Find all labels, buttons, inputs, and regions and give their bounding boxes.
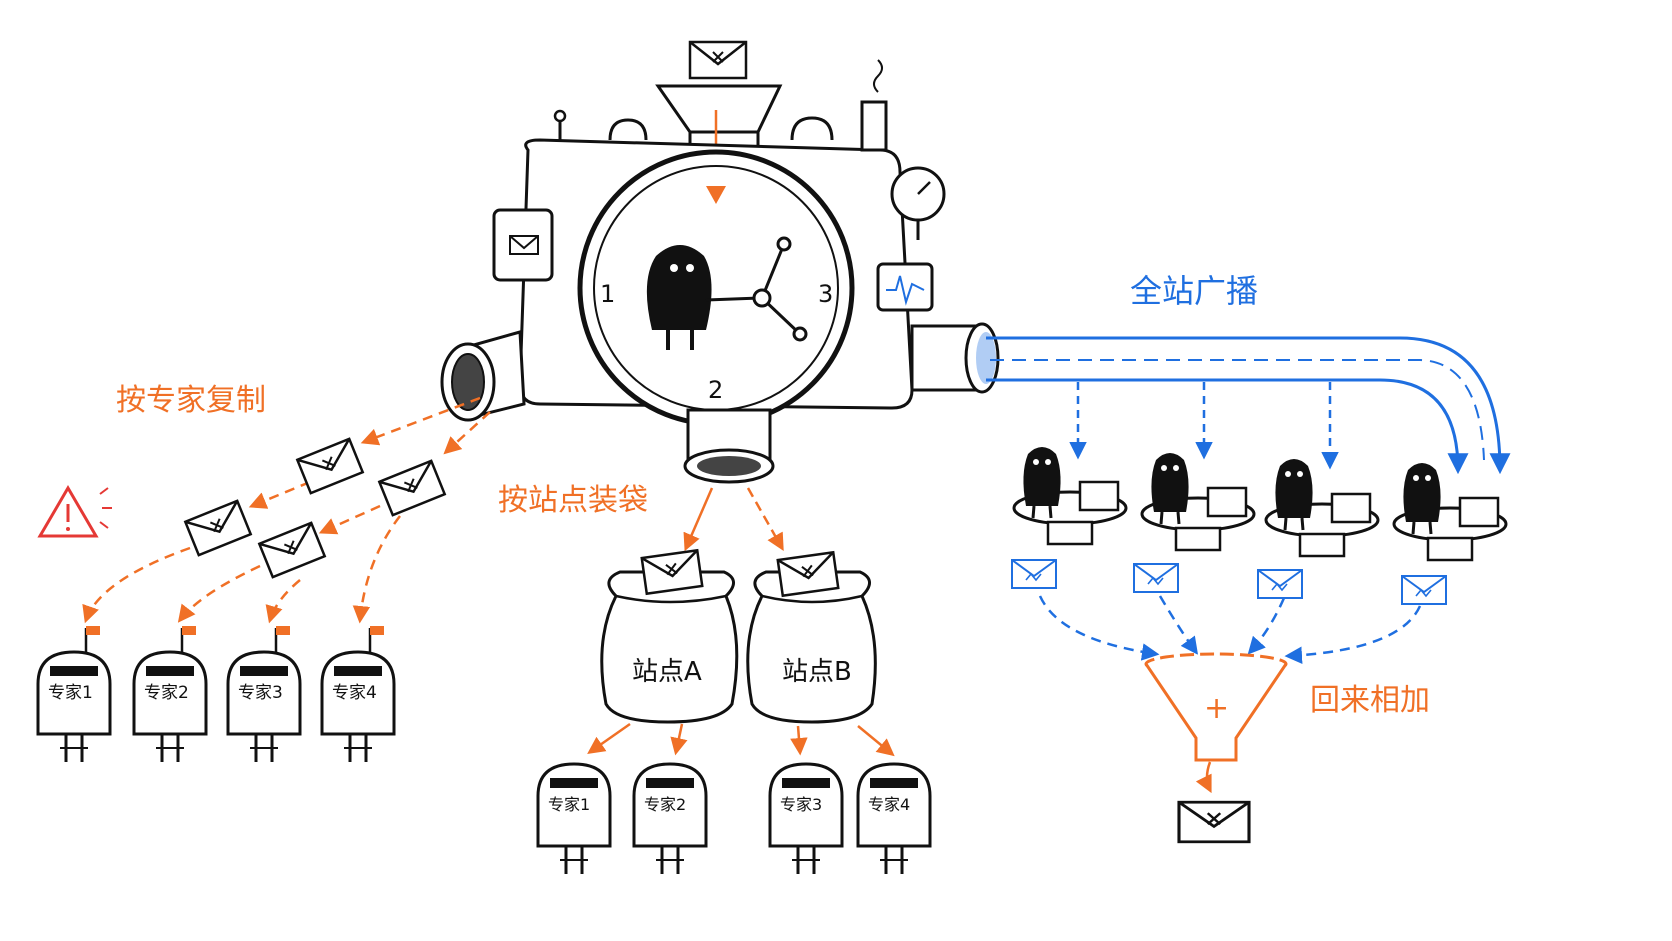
unpack-flows bbox=[587, 722, 895, 757]
copy-envelope-icon bbox=[184, 499, 252, 557]
site-workers bbox=[1011, 445, 1508, 605]
label-broadcast-all: 全站广播 bbox=[1130, 272, 1258, 310]
svg-text:专家3: 专家3 bbox=[780, 795, 822, 814]
sack-site-b: 站点B bbox=[746, 551, 877, 724]
copy-envelope-icon bbox=[378, 459, 446, 517]
package-icon bbox=[1458, 496, 1500, 528]
worker-station bbox=[1257, 457, 1380, 599]
sack-envelope-icon bbox=[776, 551, 840, 597]
label-copy-by-expert: 按专家复制 bbox=[116, 383, 266, 418]
label-sum-back: 回来相加 bbox=[1310, 683, 1430, 718]
label-pack-by-site: 按站点装袋 bbox=[498, 483, 648, 518]
copy-envelope-icon bbox=[296, 437, 364, 495]
right-pipe bbox=[910, 322, 1000, 394]
dial-number-2: 2 bbox=[708, 376, 723, 404]
mailbox-expert: 专家3 bbox=[226, 626, 302, 764]
package-icon bbox=[1330, 492, 1372, 524]
output-envelope-icon bbox=[1177, 800, 1251, 844]
dial-number-1: 1 bbox=[600, 280, 615, 308]
dial-number-3: 3 bbox=[818, 280, 833, 308]
result-envelope-icon bbox=[1133, 563, 1179, 593]
pack-flows bbox=[683, 487, 784, 552]
mailbox-expert: 专家1 bbox=[36, 626, 112, 764]
sum-funnel: + bbox=[1144, 652, 1288, 794]
mailbox-expert: 专家4 bbox=[320, 626, 396, 764]
bottom-pipe bbox=[683, 408, 775, 484]
intake-funnel bbox=[655, 84, 783, 134]
package-icon bbox=[1206, 486, 1248, 518]
mailbox-expert: 专家2 bbox=[132, 626, 208, 764]
result-envelope-icon bbox=[1257, 569, 1303, 599]
bottom-mailboxes: 专家1 专家2 专家3 专家4 bbox=[536, 762, 932, 876]
sack-site-a: 站点A bbox=[600, 549, 739, 724]
svg-text:专家1: 专家1 bbox=[548, 795, 590, 814]
result-envelope-icon bbox=[1011, 559, 1057, 589]
svg-text:专家1: 专家1 bbox=[48, 683, 93, 703]
central-machine: 1 3 2 bbox=[440, 40, 1000, 484]
svg-text:专家4: 专家4 bbox=[868, 795, 910, 814]
svg-text:专家2: 专家2 bbox=[144, 683, 189, 703]
package-icon bbox=[1078, 480, 1120, 512]
broadcast-pipe bbox=[986, 336, 1511, 475]
incoming-envelope-icon bbox=[688, 40, 748, 80]
svg-text:专家4: 专家4 bbox=[332, 683, 377, 703]
mailbox-expert: 专家3 bbox=[768, 762, 844, 876]
worker-station bbox=[1011, 445, 1128, 589]
return-flows bbox=[1038, 595, 1422, 664]
wave-monitor-icon bbox=[876, 262, 934, 312]
sack-label: 站点B bbox=[782, 657, 852, 687]
sack-label: 站点A bbox=[632, 657, 702, 687]
mailbox-expert: 专家2 bbox=[632, 762, 708, 876]
left-mailboxes: 专家1 专家2 专家3 专家4 bbox=[36, 626, 396, 764]
worker-station bbox=[1133, 451, 1256, 593]
result-envelope-icon bbox=[1401, 575, 1447, 605]
chimney bbox=[860, 100, 888, 152]
copy-flows bbox=[82, 396, 491, 624]
copy-envelope-icon bbox=[258, 521, 326, 579]
svg-text:专家3: 专家3 bbox=[238, 683, 283, 703]
warning-icon bbox=[37, 485, 112, 538]
sack-envelope-icon bbox=[640, 549, 704, 595]
steam-icon bbox=[873, 59, 883, 93]
mailbox-expert: 专家1 bbox=[536, 762, 612, 876]
mailbox-expert: 专家4 bbox=[856, 762, 932, 876]
dial-pointer-icon bbox=[706, 186, 726, 204]
plus-sign: + bbox=[1204, 691, 1229, 726]
left-pipe bbox=[440, 330, 526, 422]
router-character bbox=[646, 245, 761, 350]
svg-text:专家2: 专家2 bbox=[644, 795, 686, 814]
switch-lever-icon bbox=[752, 236, 808, 342]
worker-station bbox=[1392, 461, 1508, 605]
